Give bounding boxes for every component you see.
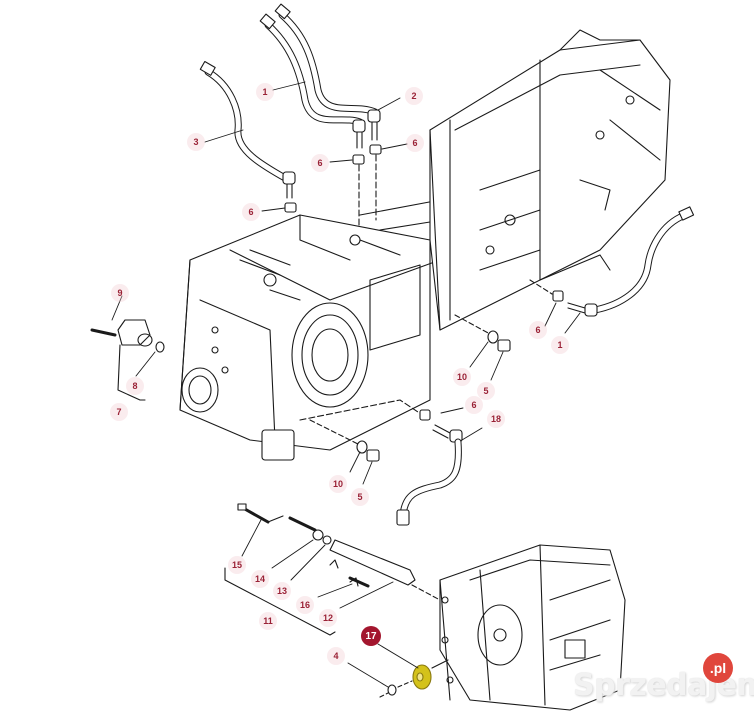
callout-3[interactable]: 3 — [187, 133, 205, 151]
callout-15[interactable]: 15 — [228, 556, 246, 574]
callout-6[interactable]: 6 — [406, 134, 424, 152]
callout-9[interactable]: 9 — [111, 284, 129, 302]
callout-17-highlighted[interactable]: 17 — [361, 626, 381, 646]
clip-4 — [379, 680, 413, 698]
callout-2[interactable]: 2 — [405, 87, 423, 105]
plug-lower — [309, 419, 380, 462]
callout-6[interactable]: 6 — [242, 203, 260, 221]
bracket-7 — [90, 319, 165, 401]
callout-6[interactable]: 6 — [465, 396, 483, 414]
plug-upper — [454, 314, 511, 352]
hose-right — [529, 206, 695, 317]
callout-4[interactable]: 4 — [327, 647, 345, 665]
callout-12[interactable]: 12 — [319, 609, 337, 627]
callout-6[interactable]: 6 — [311, 154, 329, 172]
callout-18[interactable]: 18 — [487, 410, 505, 428]
leader-lines — [111, 81, 581, 688]
washer-17 — [412, 659, 449, 690]
callout-10[interactable]: 10 — [329, 475, 347, 493]
callout-8[interactable]: 8 — [126, 377, 144, 395]
callout-11[interactable]: 11 — [259, 612, 277, 630]
hose-pair-1-2 — [259, 3, 382, 231]
hose-3 — [199, 60, 297, 213]
callout-1[interactable]: 1 — [256, 83, 274, 101]
rear-housing — [429, 29, 671, 331]
hose-18 — [299, 399, 463, 526]
callout-13[interactable]: 13 — [273, 582, 291, 600]
shift-rod-assembly — [224, 503, 416, 636]
callout-6[interactable]: 6 — [529, 321, 547, 339]
callout-14[interactable]: 14 — [251, 570, 269, 588]
callout-7[interactable]: 7 — [110, 403, 128, 421]
callout-5[interactable]: 5 — [477, 382, 495, 400]
callout-10[interactable]: 10 — [453, 368, 471, 386]
main-housing — [179, 199, 441, 461]
gearbox-bottom — [411, 544, 626, 711]
callout-1[interactable]: 1 — [551, 336, 569, 354]
callout-5[interactable]: 5 — [351, 488, 369, 506]
watermark-badge: .pl — [703, 653, 733, 683]
callout-16[interactable]: 16 — [296, 596, 314, 614]
